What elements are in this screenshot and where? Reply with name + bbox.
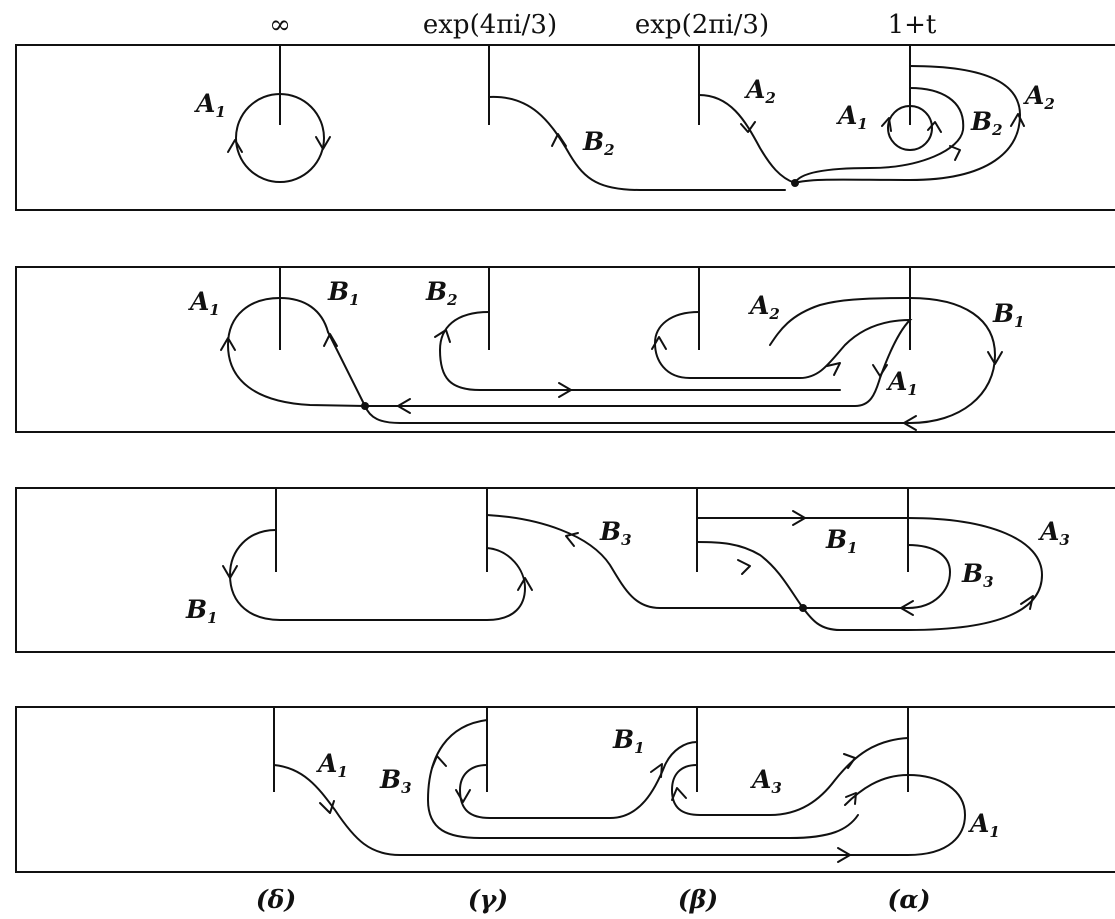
label-A3: A3 bbox=[1038, 517, 1070, 549]
label-A1-alpha: A1 bbox=[836, 101, 868, 133]
label-A3: A3 bbox=[750, 765, 782, 797]
top-label-infinity: ∞ bbox=[269, 10, 291, 40]
arrow-down bbox=[455, 789, 471, 803]
label-A2: A2 bbox=[744, 75, 776, 107]
arrow-down bbox=[987, 351, 1003, 365]
path-B1-delta bbox=[228, 529, 527, 621]
path-B1-alpha bbox=[364, 297, 997, 424]
label-A1: A1 bbox=[188, 287, 220, 319]
arrow-down bbox=[222, 565, 238, 579]
panel-1-frame bbox=[15, 44, 1115, 211]
label-B2-alpha: B2 bbox=[970, 107, 1003, 139]
path-B3-alpha bbox=[802, 544, 952, 609]
panel-2: A1 B1 B2 A2 B1 A1 bbox=[15, 266, 1115, 433]
path-A2-alpha bbox=[794, 65, 1022, 184]
arrow-left bbox=[434, 329, 451, 343]
path-B1-A3 bbox=[696, 517, 1044, 631]
bottom-label-alpha: (α) bbox=[888, 885, 931, 914]
path-A2-top bbox=[769, 297, 911, 346]
label-B3-alpha: B3 bbox=[961, 559, 994, 591]
arrow-right bbox=[826, 362, 841, 376]
path-B2-alpha bbox=[794, 87, 965, 184]
arrow-up bbox=[650, 763, 663, 778]
path-A1-B1-delta bbox=[226, 296, 366, 407]
base-point bbox=[791, 179, 799, 187]
arrow-left bbox=[900, 600, 914, 616]
arrow-down bbox=[737, 559, 751, 575]
path-A2-beta bbox=[698, 94, 796, 184]
arrow-down bbox=[949, 145, 961, 161]
arrow-down bbox=[319, 800, 335, 814]
label-B1: B1 bbox=[185, 595, 218, 627]
path-A1-alpha-loop bbox=[887, 105, 933, 151]
label-B1-beta: B1 bbox=[825, 525, 858, 557]
bottom-label-delta: (δ) bbox=[256, 885, 296, 914]
label-B3: B3 bbox=[599, 517, 632, 549]
bottom-label-gamma: (γ) bbox=[468, 885, 508, 914]
arrow-up bbox=[671, 787, 687, 801]
panel-4: A1 B3 B1 A3 A1 bbox=[15, 706, 1115, 873]
arrow-right bbox=[927, 121, 942, 133]
label-A1: A1 bbox=[194, 89, 226, 121]
arrow-left bbox=[565, 532, 579, 547]
arrow-up bbox=[845, 792, 857, 805]
path-B3 bbox=[486, 514, 804, 609]
label-B1-alpha: B1 bbox=[992, 299, 1025, 331]
arrow-left bbox=[881, 117, 892, 132]
label-A1-alpha: A1 bbox=[886, 367, 918, 399]
label-A2: A2 bbox=[748, 291, 780, 323]
label-B2: B2 bbox=[425, 277, 458, 309]
base-point bbox=[799, 604, 807, 612]
path-B2 bbox=[438, 311, 841, 391]
arrow-up bbox=[517, 577, 533, 591]
arrow-up bbox=[1010, 113, 1025, 127]
path-B1-segment bbox=[327, 331, 366, 407]
arrow-up bbox=[551, 133, 567, 147]
label-B1: B1 bbox=[612, 725, 645, 757]
base-point bbox=[361, 402, 369, 410]
arrow-down bbox=[431, 755, 447, 769]
arrow-down bbox=[843, 753, 856, 769]
arrow-up bbox=[1020, 595, 1034, 610]
path-A1-alpha bbox=[273, 764, 967, 856]
arrow-left bbox=[397, 398, 411, 414]
panel-3-frame bbox=[15, 487, 1115, 653]
arrow-right bbox=[837, 847, 851, 863]
top-label-one-plus-t: 1+t bbox=[888, 10, 937, 40]
arrow-down bbox=[872, 364, 888, 377]
path-A3 bbox=[670, 737, 909, 816]
label-A1-alpha: A1 bbox=[968, 809, 1000, 841]
label-B3: B3 bbox=[379, 765, 412, 797]
arrow-up bbox=[220, 337, 236, 351]
path-A1-loop bbox=[235, 93, 325, 183]
label-A2-alpha: A2 bbox=[1023, 81, 1055, 113]
arrow-down bbox=[740, 121, 756, 133]
path-A2-beta bbox=[364, 311, 913, 407]
top-label-exp-4pi: exp(4πi/3) bbox=[423, 10, 557, 40]
path-B1 bbox=[458, 741, 698, 819]
arrow-left bbox=[903, 415, 917, 431]
label-B2: B2 bbox=[582, 127, 615, 159]
arrow-right bbox=[558, 382, 572, 398]
path-B2 bbox=[488, 95, 786, 191]
bottom-label-beta: (β) bbox=[678, 885, 718, 914]
panel-3: B1 B3 B1 A3 B3 bbox=[15, 487, 1115, 653]
path-B3 bbox=[426, 719, 859, 839]
arrow-up bbox=[651, 336, 667, 350]
panel-1: A1 B2 A2 A1 B2 A2 bbox=[15, 44, 1115, 211]
label-A1: A1 bbox=[316, 749, 348, 781]
panel-2-frame bbox=[15, 266, 1115, 433]
top-label-exp-2pi: exp(2πi/3) bbox=[635, 10, 769, 40]
panel-4-frame bbox=[15, 706, 1115, 873]
label-B1: B1 bbox=[327, 277, 360, 309]
arrow-up bbox=[227, 139, 243, 153]
arrow-right bbox=[792, 510, 806, 526]
arrow-down bbox=[315, 136, 331, 150]
